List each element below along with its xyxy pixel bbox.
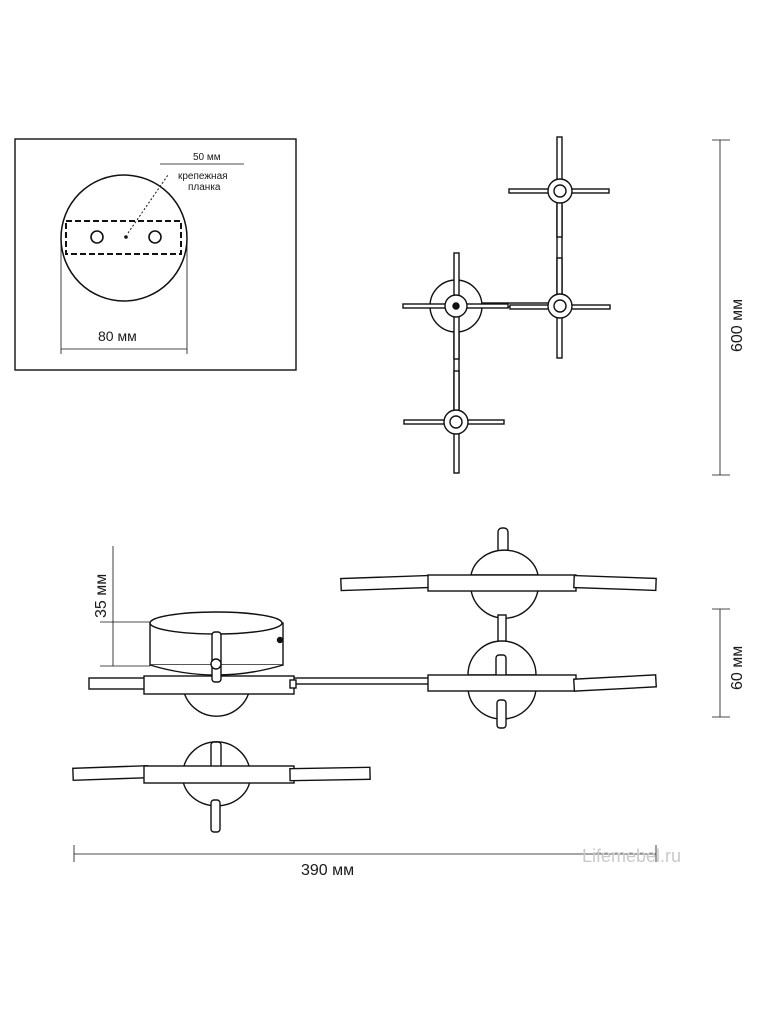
canopy-base-circle [60, 174, 188, 302]
mount-detail-panel: 50 мм крепежная планка 80 мм [14, 138, 297, 371]
lamp-star-canopy [402, 252, 509, 360]
mounting-hole-left [90, 230, 104, 244]
lamp-side-lower-right [427, 640, 657, 729]
height-label: 600 мм [729, 299, 746, 352]
mounting-hole-right [148, 230, 162, 244]
plate-caption-line2: планка [188, 182, 221, 193]
lamp-side-bottom [72, 741, 371, 833]
watermark: Lifemebel.ru [582, 846, 681, 866]
base-diameter-label: 80 мм [98, 328, 137, 344]
front-view [402, 136, 611, 474]
lamp-side-upper-right [340, 527, 657, 656]
lamp-side-canopy [88, 631, 297, 717]
plate-center-dot [124, 235, 128, 239]
mount-detail-frame [14, 138, 297, 371]
plate-leader-line [127, 174, 169, 234]
plate-width-label: 50 мм [193, 152, 221, 163]
canopy-cylinder [149, 611, 284, 676]
depth-dimension [712, 608, 730, 718]
height-dimension [712, 139, 730, 476]
lamp-star-top [508, 136, 610, 238]
lamp-star-bottom [403, 370, 505, 474]
width-label: 390 мм [301, 862, 354, 879]
plate-caption-line1: крепежная [178, 171, 228, 182]
mounting-plate [65, 220, 182, 255]
lamp-star-middle-right [509, 257, 611, 359]
base-height-label: 35 мм [93, 574, 110, 618]
main-rod [289, 677, 431, 685]
depth-label: 60 мм [729, 646, 746, 690]
side-view [72, 527, 657, 833]
width-dimension [73, 845, 657, 862]
base-height-dimension [100, 546, 150, 667]
